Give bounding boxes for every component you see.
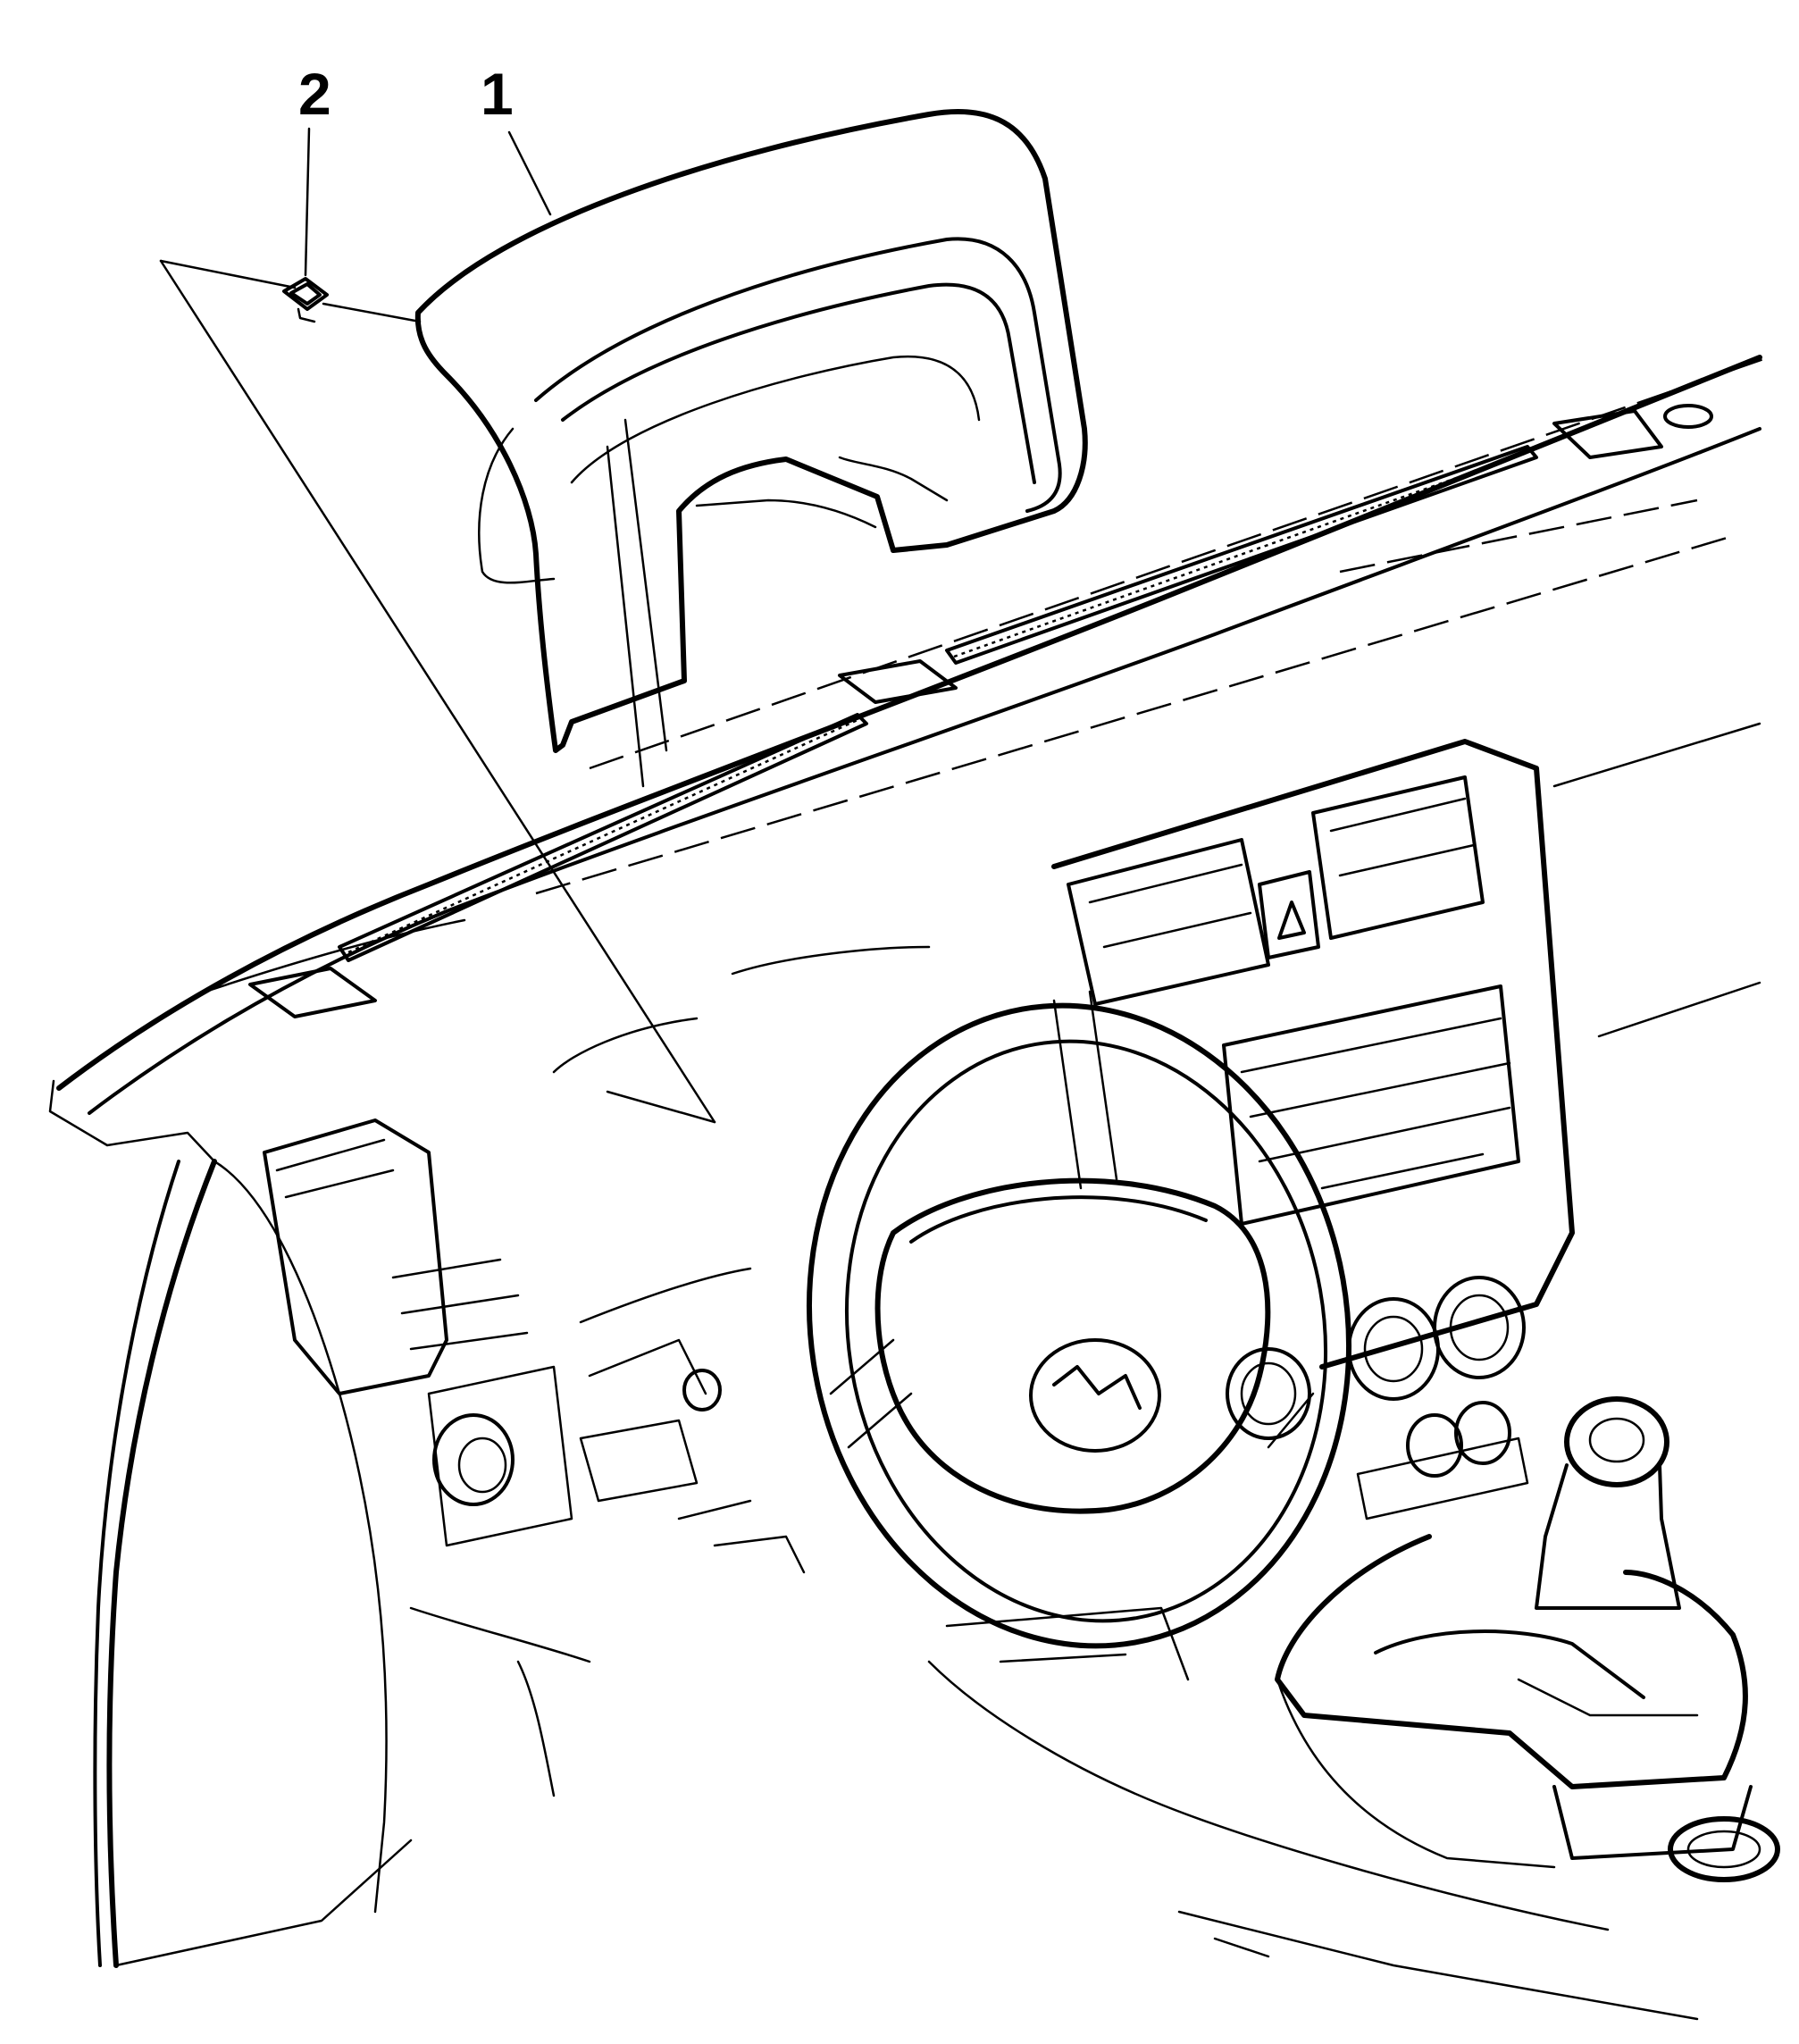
callout-label-2: 2 [298,61,331,127]
retainer-clip-part-2 [282,277,329,323]
shift-console [927,1396,1780,2021]
center-stack [1051,722,1761,1520]
cluster-bezel-part-1 [414,109,1088,788]
steering-wheel [807,990,1351,1681]
left-dash-side [93,1118,591,1968]
projection-lines [159,259,716,1124]
steering-column-area [552,945,931,1574]
dashboard-top [48,355,1770,1163]
callout-label-1: 1 [481,61,514,127]
callout-leader-lines [304,127,552,277]
